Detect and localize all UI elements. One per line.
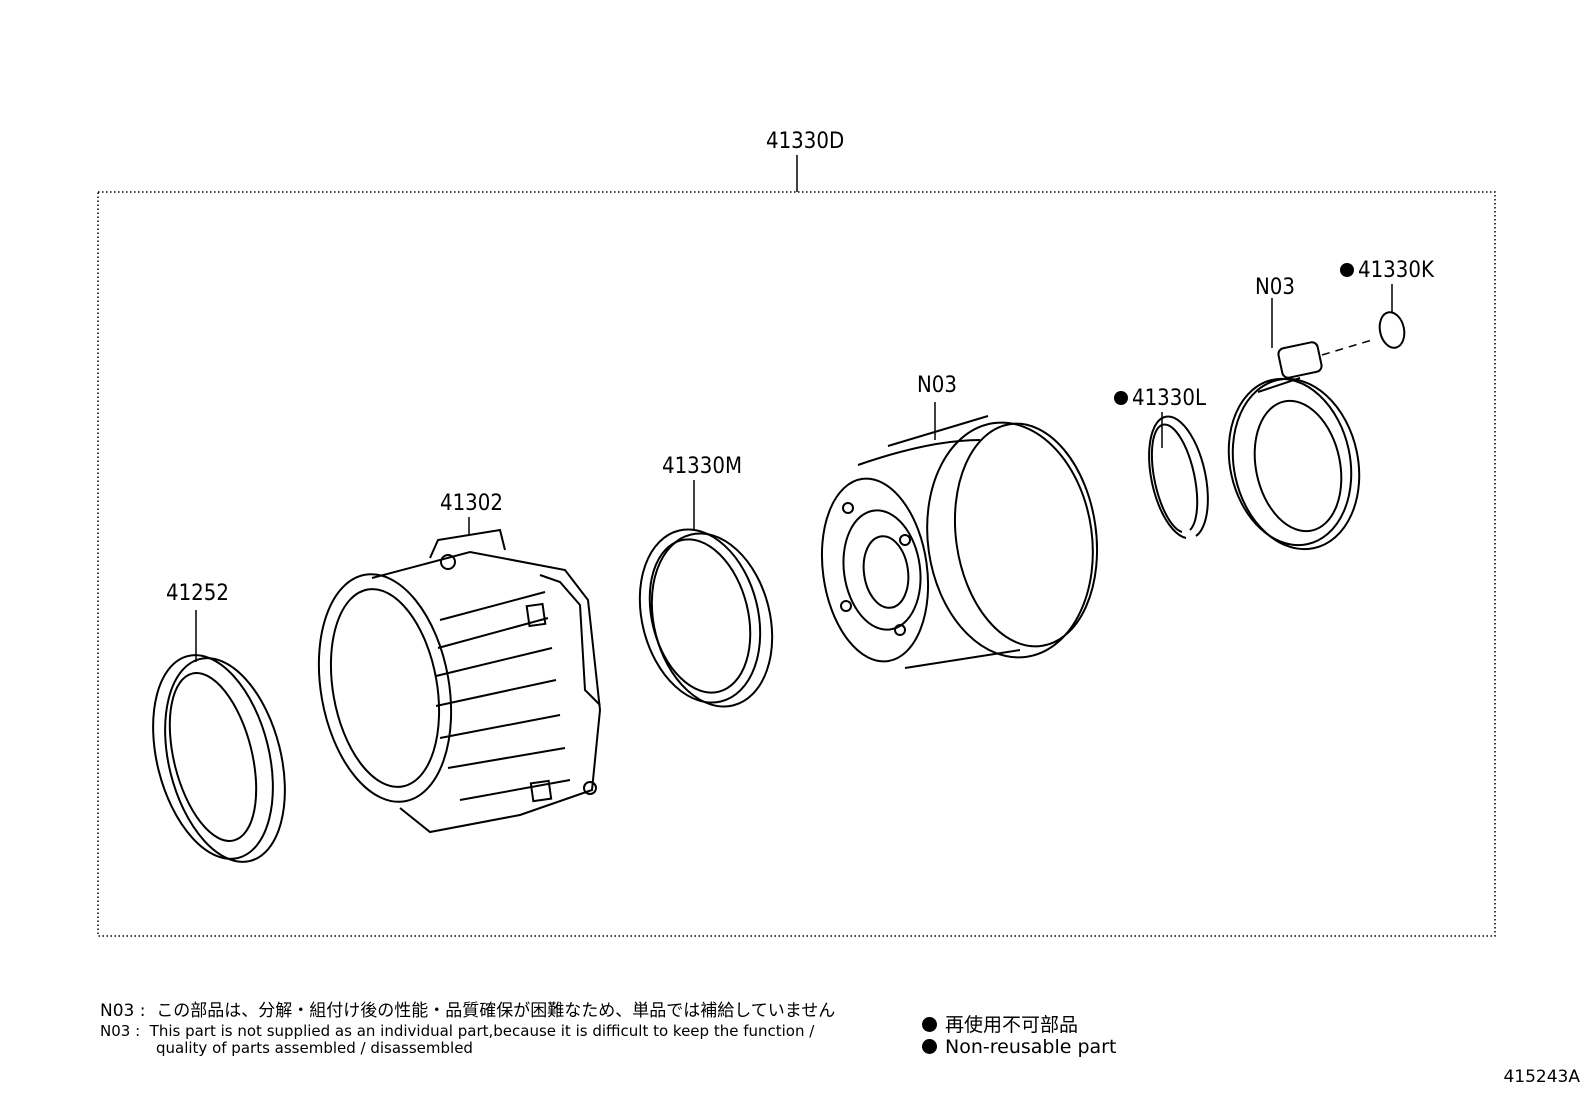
ring-41330M-drawing (638, 480, 774, 708)
legend-en: Non-reusable part (922, 1036, 1116, 1058)
part-label-41330M: 41330M (662, 454, 742, 479)
part-label-41330K: 41330K (1358, 258, 1435, 283)
part-label-41252: 41252 (166, 581, 229, 606)
legend-jp: 再使用不可部品 (922, 1010, 1078, 1037)
non-reusable-dot-41330K (1340, 263, 1354, 277)
note-en-line2: quality of parts assembled / disassemble… (156, 1039, 473, 1057)
cover-N03-drawing (1227, 298, 1373, 551)
part-label-N03-cover: N03 (1255, 275, 1295, 300)
note-jp-text: この部品は、分解・組付け後の性能・品質確保が困難なため、単品では補給していません (156, 1001, 836, 1021)
illustration-code: 415243A (1503, 1067, 1580, 1087)
part-label-41302: 41302 (440, 491, 503, 516)
bullet-icon (922, 1017, 937, 1032)
housing-41302-drawing (317, 517, 602, 834)
seal-ring-41252-drawing (152, 610, 286, 863)
piston-drum-N03-drawing (820, 402, 1099, 669)
note-n03-jp: N03 : この部品は、分解・組付け後の性能・品質確保が困難なため、単品では補給… (100, 1001, 836, 1021)
part-label-N03-piston: N03 (917, 373, 957, 398)
bullet-icon (922, 1039, 937, 1054)
non-reusable-dot-41330L (1114, 391, 1128, 405)
note-code: N03 (100, 1001, 135, 1021)
note-n03-en: N03 : This part is not supplied as an in… (100, 1022, 815, 1057)
note-en-line1: This part is not supplied as an individu… (149, 1022, 815, 1040)
assembly-label-41330D: 41330D (766, 129, 844, 154)
part-label-41330L: 41330L (1132, 386, 1206, 411)
assembly-boundary (97, 191, 1496, 937)
o-ring-41330K-drawing (1378, 284, 1406, 349)
note-code: N03 (100, 1022, 131, 1040)
snap-ring-41330L-drawing (1148, 412, 1209, 539)
